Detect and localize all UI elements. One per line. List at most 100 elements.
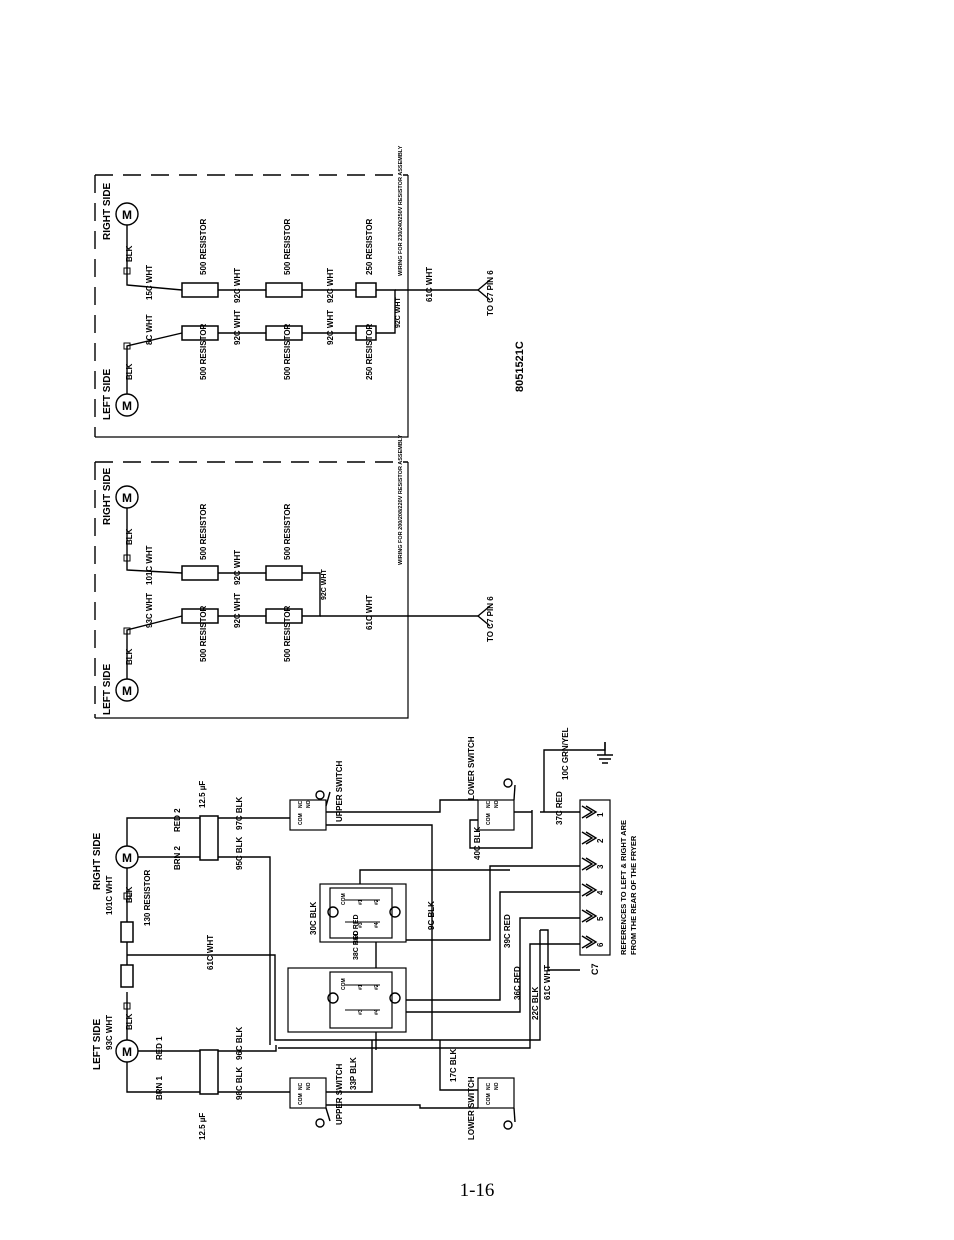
lower-switch-left: [477, 1077, 515, 1109]
wire-label: 98C BLK: [235, 1066, 244, 1100]
wire-label: 92C WHT: [233, 593, 242, 628]
resistor-icon: [355, 282, 377, 298]
resistor-label: 500 RESISTOR: [199, 503, 208, 560]
wire-label: 101C WHT: [145, 545, 154, 585]
relay-terminal-label: #2: [374, 899, 380, 905]
wire-label: 61C WHT: [425, 267, 434, 302]
resistor-label: 500 RESISTOR: [283, 323, 292, 380]
panel-208v-resistor-assembly: M LEFT SIDE BLK 93C WHT M RIGHT SIDE BLK…: [94, 434, 495, 719]
wire-label: 92C WHT: [321, 569, 328, 600]
right-side-label: RIGHT SIDE: [102, 467, 113, 525]
motor-symbol: M: [122, 684, 132, 698]
wire-label: 92C WHT: [233, 550, 242, 585]
right-side-label: RIGHT SIDE: [92, 832, 103, 890]
motor-symbol: M: [122, 851, 132, 865]
c7-connector: [579, 799, 611, 956]
panel-note: WIRING FOR 200/208/220V RESISTOR ASSEMBL…: [398, 434, 404, 565]
wire-label: 30C BLK: [309, 901, 318, 935]
wire-label: 10C GRN/YEL: [561, 727, 570, 780]
wire-label: BRN 2: [173, 845, 182, 870]
wire-label: 36C RED: [353, 914, 360, 944]
switch-terminal-label: NO: [494, 1082, 500, 1090]
switch-terminal-label: NC: [486, 800, 492, 808]
motor-symbol: M: [122, 1045, 132, 1059]
resistor-label: 500 RESISTOR: [199, 605, 208, 662]
motor-symbol: M: [122, 399, 132, 413]
lower-switch-right: [477, 799, 515, 831]
resistor-icon: [265, 282, 303, 298]
wire-label: 95C BLK: [235, 836, 244, 870]
wire-label: 96C BLK: [235, 1026, 244, 1060]
wire-label: 36C RED: [513, 966, 522, 1000]
panel-230v-resistor-assembly: M LEFT SIDE BLK 8C WHT M RIGHT SIDE BLK …: [94, 145, 526, 438]
switch-terminal-label: COM: [298, 813, 304, 825]
reference-note: FROM THE REAR OF THE FRYER: [629, 835, 638, 955]
ground-icon: [597, 742, 613, 764]
switch-terminal-label: COM: [486, 1093, 492, 1105]
wire-label: BLK: [125, 245, 134, 262]
capacitor-label: 12.5 µF: [198, 781, 207, 808]
relay-screw-icon: [389, 992, 401, 1004]
wire-label: 38C RED: [353, 930, 360, 960]
resistor-130-icon: [120, 921, 134, 943]
wire-label: 61C WHT: [365, 595, 374, 630]
switch-terminal-label: NC: [298, 1082, 304, 1090]
wire-label: 39C RED: [503, 914, 512, 948]
c7-pin-label: 5: [596, 916, 605, 921]
wire-label: 15C WHT: [145, 265, 154, 300]
wire-label: 8C WHT: [145, 314, 154, 345]
c7-pin-label: 2: [596, 838, 605, 843]
relay-terminal-label: #1: [358, 984, 364, 990]
c7-pin-arrows: [581, 805, 598, 949]
relay-right: [319, 883, 407, 943]
switch-terminal-label: NO: [494, 800, 500, 808]
panel-note: WIRING FOR 230/240/250V RESISTOR ASSEMBL…: [398, 145, 404, 276]
motor-symbol: M: [122, 491, 132, 505]
relay-terminal-label: COM: [341, 978, 347, 990]
c7-pin-label: 3: [596, 864, 605, 869]
switch-terminal-label: NO: [306, 800, 312, 808]
wire-label: 92C WHT: [233, 268, 242, 303]
wire-label: 101C WHT: [105, 875, 114, 915]
switch-terminal-label: NO: [306, 1082, 312, 1090]
to-c7-label: TO C7 PIN 6: [486, 596, 495, 642]
upper-switch-right: [289, 799, 327, 831]
resistor-label: 250 RESISTOR: [365, 218, 374, 275]
relay-screw-icon: [327, 992, 339, 1004]
relay-screw-icon: [327, 906, 339, 918]
resistor-label: 500 RESISTOR: [283, 218, 292, 275]
relay-terminal-label: #4: [374, 1009, 380, 1015]
relay-terminal-label: #2: [374, 984, 380, 990]
switch-terminal-label: COM: [298, 1093, 304, 1105]
wire-label: 17C BLK: [449, 1048, 458, 1082]
wire-label: 92C WHT: [326, 268, 335, 303]
wire-label: 33P BLK: [349, 1057, 358, 1090]
relay-terminal-label: #4: [374, 922, 380, 928]
resistor-icon: [265, 565, 303, 581]
drawing-number: 8051521C: [514, 341, 526, 392]
c7-pin-label: 1: [596, 812, 605, 817]
to-c7-label: TO C7 PIN 6: [486, 270, 495, 316]
resistor-label: 500 RESISTOR: [283, 605, 292, 662]
wire-label: BLK: [125, 1013, 134, 1030]
capacitor-icon: [199, 1049, 219, 1095]
wire-label: 97C BLK: [235, 796, 244, 830]
switch-label: UPPER SWITCH: [335, 760, 344, 822]
relay-terminal-label: COM: [341, 893, 347, 905]
wire-label: 37C RED: [555, 791, 564, 825]
wire-label: 92C WHT: [395, 297, 402, 328]
capacitor-label: 12.5 µF: [198, 1113, 207, 1140]
switch-label: UPPER SWITCH: [335, 1063, 344, 1125]
switch-label: LOWER SWITCH: [467, 736, 476, 800]
resistor-icon: [181, 282, 219, 298]
relay-screw-icon: [389, 906, 401, 918]
resistor-icon: [120, 964, 134, 988]
switch-terminal-label: COM: [486, 813, 492, 825]
wire-label: RED 1: [155, 1036, 164, 1060]
relay-terminal-label: #3: [358, 922, 364, 928]
relay-terminal-label: #1: [358, 899, 364, 905]
reference-note: REFERENCES TO LEFT & RIGHT ARE: [619, 820, 628, 955]
resistor-label: 500 RESISTOR: [199, 218, 208, 275]
